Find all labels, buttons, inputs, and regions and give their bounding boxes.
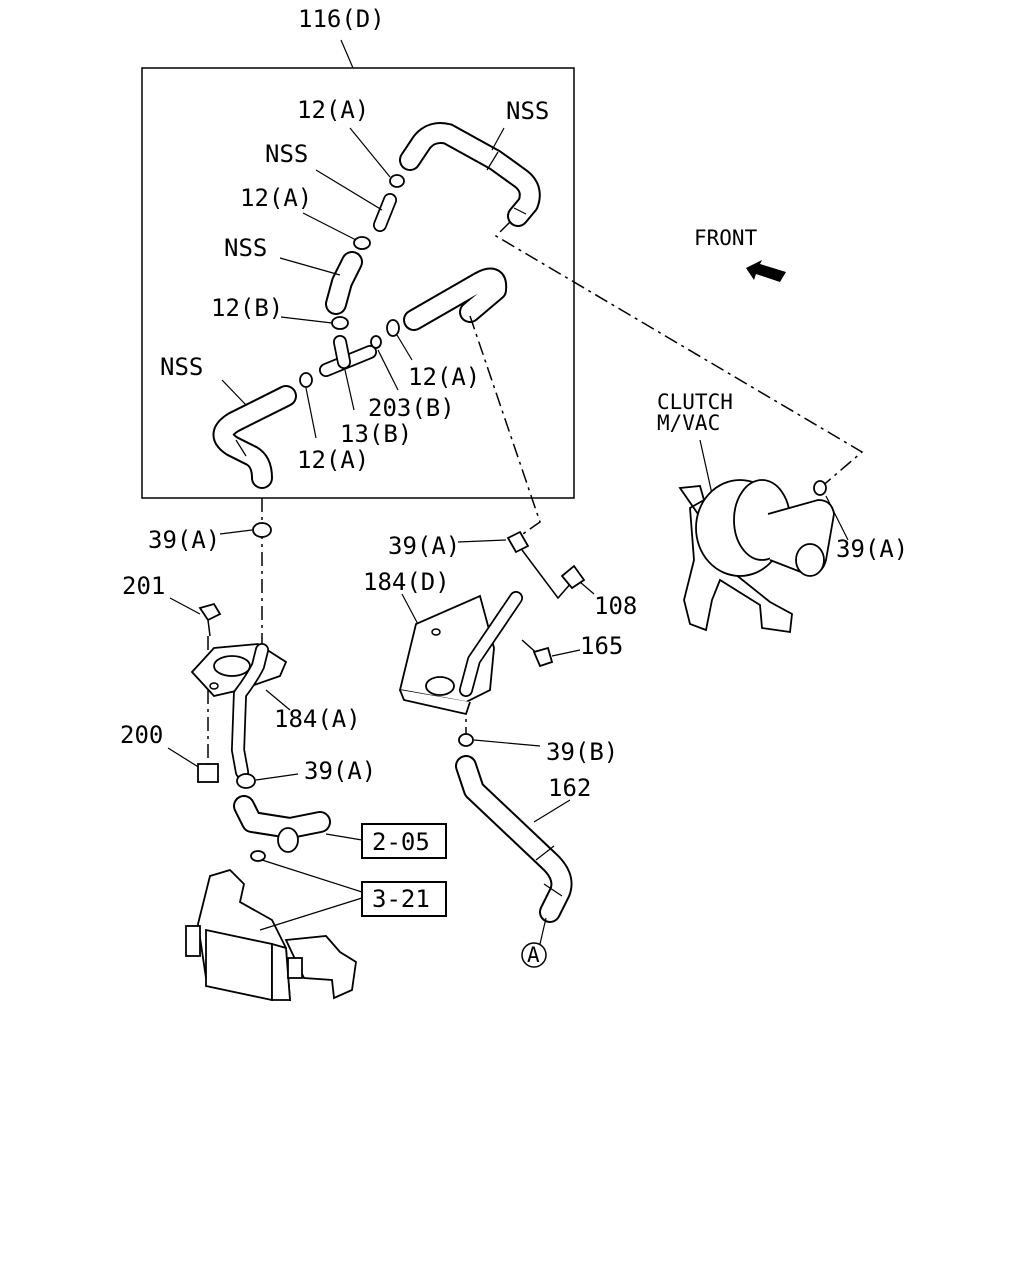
clutch-label-line1: CLUTCH	[657, 390, 733, 414]
hose-162	[455, 755, 573, 923]
callout-39a-center: 39(A)	[388, 532, 460, 560]
callout-nss-left: NSS	[160, 353, 203, 381]
tube-small-upper	[373, 193, 397, 232]
hose-to-205	[233, 795, 331, 853]
clamp-12b	[331, 316, 349, 330]
callout-12a-right: 12(A)	[408, 363, 480, 391]
callout-13b: 13(B)	[340, 420, 412, 448]
callout-200: 200	[120, 721, 163, 749]
clamp-12a-bottom	[299, 372, 313, 388]
callout-39b: 39(B)	[546, 738, 618, 766]
clamp-39b	[458, 733, 474, 747]
hose-top-right	[399, 122, 541, 227]
hose-left	[212, 385, 297, 489]
callout-39a-left: 39(A)	[148, 526, 220, 554]
fitting-203b	[370, 335, 382, 349]
fitting-108	[560, 564, 586, 590]
callout-nss-mid: NSS	[224, 234, 267, 262]
connector-a-label: A	[527, 943, 540, 967]
clamp-39a-left	[252, 522, 272, 538]
bolt-165	[521, 639, 554, 668]
callout-39a-right: 39(A)	[836, 535, 908, 563]
route-line-center	[469, 315, 541, 537]
connector-a-marker	[521, 942, 547, 968]
callout-162: 162	[548, 774, 591, 802]
callout-12a-top: 12(A)	[297, 96, 369, 124]
clamp-39a-lower	[236, 773, 256, 789]
callout-201: 201	[122, 572, 165, 600]
route-line-to-clutch	[494, 221, 864, 489]
callout-12a-mid: 12(A)	[240, 184, 312, 212]
clutch-label-line2: M/VAC	[657, 411, 720, 435]
leader-108	[521, 549, 573, 600]
callout-108: 108	[594, 592, 637, 620]
front-arrow-icon	[746, 260, 786, 282]
callout-165: 165	[580, 632, 623, 660]
callout-39a-lower: 39(A)	[304, 757, 376, 785]
frame-label: 116(D)	[298, 5, 385, 33]
ref-box-205[interactable]	[361, 823, 447, 859]
hose-bracket-left	[231, 643, 269, 779]
callout-184d: 184(D)	[363, 568, 450, 596]
clip-200	[197, 763, 219, 783]
front-label: FRONT	[694, 226, 758, 250]
clamp-39a-center	[506, 530, 530, 554]
hose-right-long	[403, 267, 508, 331]
callout-nss-upper: NSS	[265, 140, 308, 168]
clamp-12a-right	[386, 319, 400, 337]
callout-nss-top-right: NSS	[506, 97, 549, 125]
clutch-master-vac	[678, 479, 835, 634]
bolt-201	[198, 602, 222, 637]
tee-fitting	[319, 335, 377, 377]
assembly-frame	[141, 67, 575, 499]
clamp-12a-mid	[353, 236, 371, 250]
frame-leader	[340, 39, 354, 69]
ref-321[interactable]: 3-21	[372, 885, 430, 913]
canister-assembly	[185, 850, 357, 1002]
clamp-12a-top	[389, 174, 405, 188]
callout-12a-bottom: 12(A)	[297, 446, 369, 474]
callout-12b: 12(B)	[211, 294, 283, 322]
callout-203b: 203(B)	[368, 394, 455, 422]
hose-bracket-center	[459, 591, 523, 697]
ref-box-321[interactable]	[361, 881, 447, 917]
ref-205[interactable]: 2-05	[372, 828, 430, 856]
callout-184a: 184(A)	[274, 705, 361, 733]
hose-mid	[325, 251, 363, 315]
